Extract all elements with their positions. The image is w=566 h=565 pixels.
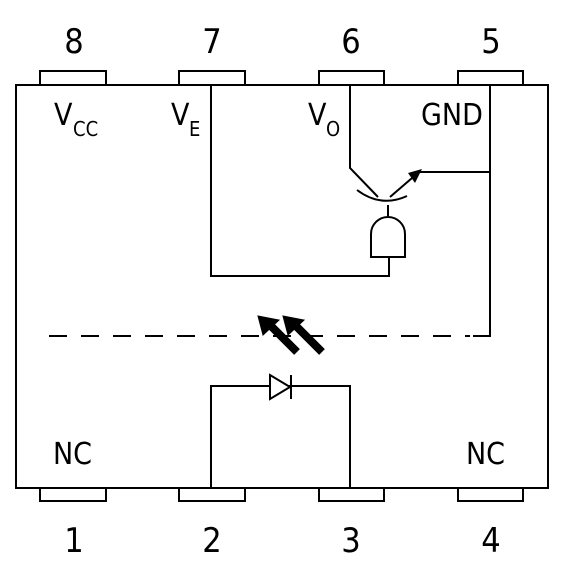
- pin-number-6: 6: [341, 22, 360, 62]
- pin-label-nc-4: NC: [466, 437, 505, 472]
- pin-label-ve: V: [171, 98, 190, 133]
- pin-number-3: 3: [341, 521, 360, 561]
- light-arrows-icon: [257, 315, 325, 355]
- pin-pad-8: [39, 70, 107, 86]
- pin-label-vcc-sub: CC: [73, 117, 98, 141]
- pin-number-8: 8: [64, 22, 83, 62]
- ve-wire: [210, 85, 390, 277]
- package-body: [15, 84, 549, 489]
- pin-label-nc-1: NC: [53, 437, 92, 472]
- pin-label-ve-sub: E: [189, 117, 200, 141]
- pin-pad-1: [39, 487, 107, 502]
- emitter-arrow-icon: [408, 169, 422, 183]
- pin-pad-4: [457, 487, 524, 502]
- pin-pad-3: [318, 487, 385, 502]
- pin-pad-5: [457, 70, 524, 86]
- vo-wire: [349, 85, 379, 198]
- pin-label-gnd: GND: [421, 98, 483, 133]
- pin-label-vo-sub: O: [326, 117, 340, 141]
- pin-pad-6: [318, 70, 385, 86]
- led-diode-icon: [269, 373, 292, 401]
- pin-label-vo: V: [308, 98, 327, 133]
- pin-number-5: 5: [481, 22, 500, 62]
- pin-pad-7: [178, 70, 246, 86]
- pin-pad-2: [178, 487, 246, 502]
- gnd-wire: [473, 85, 491, 337]
- and-gate: [370, 216, 406, 258]
- led-wire: [210, 385, 351, 488]
- transistor-base: [356, 189, 408, 202]
- pin-label-vcc: V: [54, 98, 73, 133]
- pin-number-2: 2: [202, 521, 221, 561]
- pin-number-7: 7: [202, 22, 221, 62]
- pin-number-4: 4: [481, 521, 500, 561]
- pin-number-1: 1: [64, 521, 83, 561]
